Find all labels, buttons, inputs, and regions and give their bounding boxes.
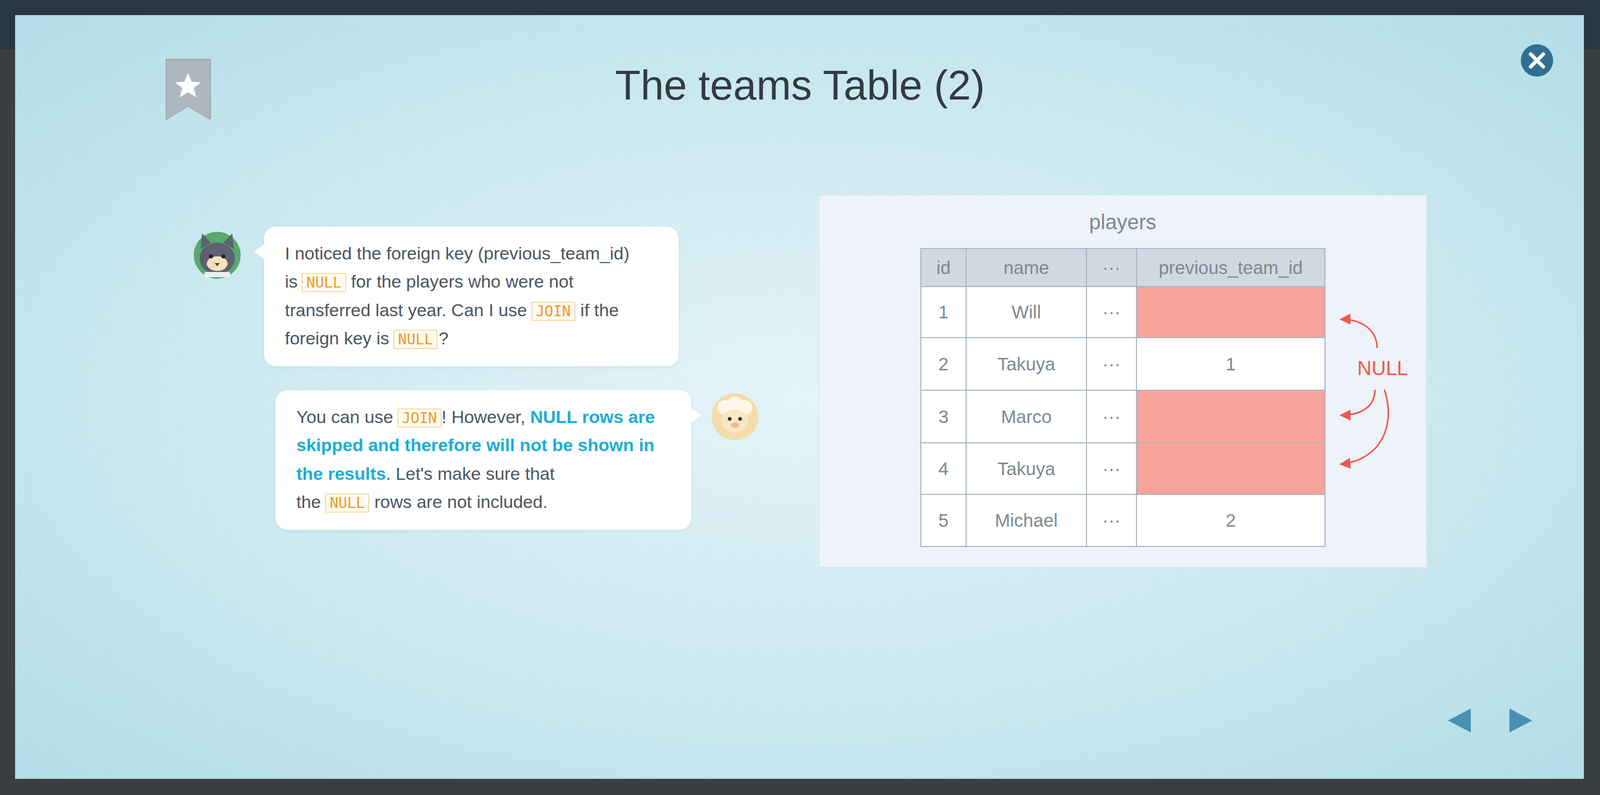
bubble-text: ?	[438, 328, 449, 348]
cell-value: Michael	[994, 509, 1058, 531]
table-row: 3 Marco ···	[920, 390, 1325, 443]
cell-value: 1	[938, 301, 949, 322]
table-cell: ···	[1086, 248, 1137, 287]
cell-value: 2	[1225, 509, 1236, 531]
bubble-text: You can use	[296, 406, 394, 427]
cell-value: 2	[938, 353, 949, 374]
cell-value: ···	[1102, 301, 1121, 322]
cell-value: Will	[1011, 301, 1041, 322]
bubble-text: players	[818, 210, 1427, 234]
table-row: 5 Michael ··· 2	[920, 494, 1325, 547]
table-row: 4 Takuya ···	[920, 442, 1325, 495]
column-header: ···	[1102, 257, 1121, 278]
table-panel-bg	[818, 194, 1427, 568]
cell-value: 5	[938, 509, 949, 531]
table-cell: Will	[966, 286, 1087, 338]
table-cell: 2	[1136, 494, 1325, 547]
table-cell: Michael	[966, 494, 1087, 547]
table-cell: 4	[920, 442, 967, 495]
table-cell: ···	[1086, 337, 1137, 391]
code-keyword: NULL	[301, 272, 346, 293]
null-cell	[1136, 442, 1325, 495]
cell-value: Takuya	[997, 458, 1056, 479]
table-cell: ···	[1086, 442, 1137, 495]
cell-value: 3	[938, 406, 949, 427]
players-table: idname···previous_team_id1Will···2Takuya…	[920, 247, 1326, 547]
table-cell: previous_team_id	[1136, 248, 1325, 287]
speech-bubble: I noticed the foreign key (previous_team…	[264, 226, 679, 367]
code-keyword: NULL	[325, 493, 370, 513]
bubble-text: ! However,	[441, 406, 526, 427]
table-cell: Marco	[966, 390, 1087, 443]
table-cell: name	[966, 248, 1087, 287]
speech-bubble: You can useJOIN! However,NULL rows are s…	[275, 390, 692, 530]
bookmark-icon	[166, 59, 211, 120]
table-cell: 5	[920, 494, 967, 547]
column-header: name	[1003, 257, 1050, 278]
table-header-row: id name ··· previous_team_id	[920, 248, 1325, 287]
cell-value: 4	[938, 458, 949, 479]
cat-avatar	[193, 231, 241, 279]
null-cell	[1136, 390, 1325, 443]
table-cell: Takuya	[966, 442, 1087, 495]
table-cell: ···	[1086, 494, 1137, 547]
cell-value: ···	[1102, 509, 1121, 531]
table-cell: 3	[920, 390, 967, 443]
null-annotation: NULL	[1357, 357, 1408, 380]
cell-value: Takuya	[997, 353, 1056, 374]
code-keyword: NULL	[393, 329, 438, 349]
null-arrows	[1340, 319, 1389, 465]
table-cell: id	[920, 248, 967, 287]
table-cell: 1	[1136, 337, 1325, 391]
column-header: previous_team_id	[1158, 257, 1303, 278]
sheep-avatar	[711, 393, 759, 441]
cell-value: ···	[1102, 458, 1121, 479]
nav-arrows	[1447, 708, 1533, 733]
bubble-text: rows are not included.	[374, 491, 548, 512]
table-cell: 2	[920, 337, 967, 391]
code-keyword: JOIN	[531, 301, 576, 321]
cell-value: Marco	[1001, 406, 1052, 427]
close-button	[1520, 44, 1554, 77]
table-row: 1 Will ···	[920, 286, 1325, 338]
code-keyword: JOIN	[397, 408, 442, 428]
cell-value: ···	[1102, 406, 1121, 427]
column-header: id	[936, 257, 951, 278]
table-row: 2 Takuya ··· 1	[920, 337, 1325, 391]
table-cell: ···	[1086, 286, 1137, 338]
cell-value: ···	[1102, 353, 1121, 374]
cell-value: 1	[1225, 353, 1236, 374]
table-cell: ···	[1086, 390, 1137, 443]
null-cell	[1136, 286, 1325, 338]
table-cell: Takuya	[966, 337, 1087, 391]
slide-title: The teams Table (2)	[0, 61, 1600, 110]
table-cell: 1	[920, 286, 967, 338]
